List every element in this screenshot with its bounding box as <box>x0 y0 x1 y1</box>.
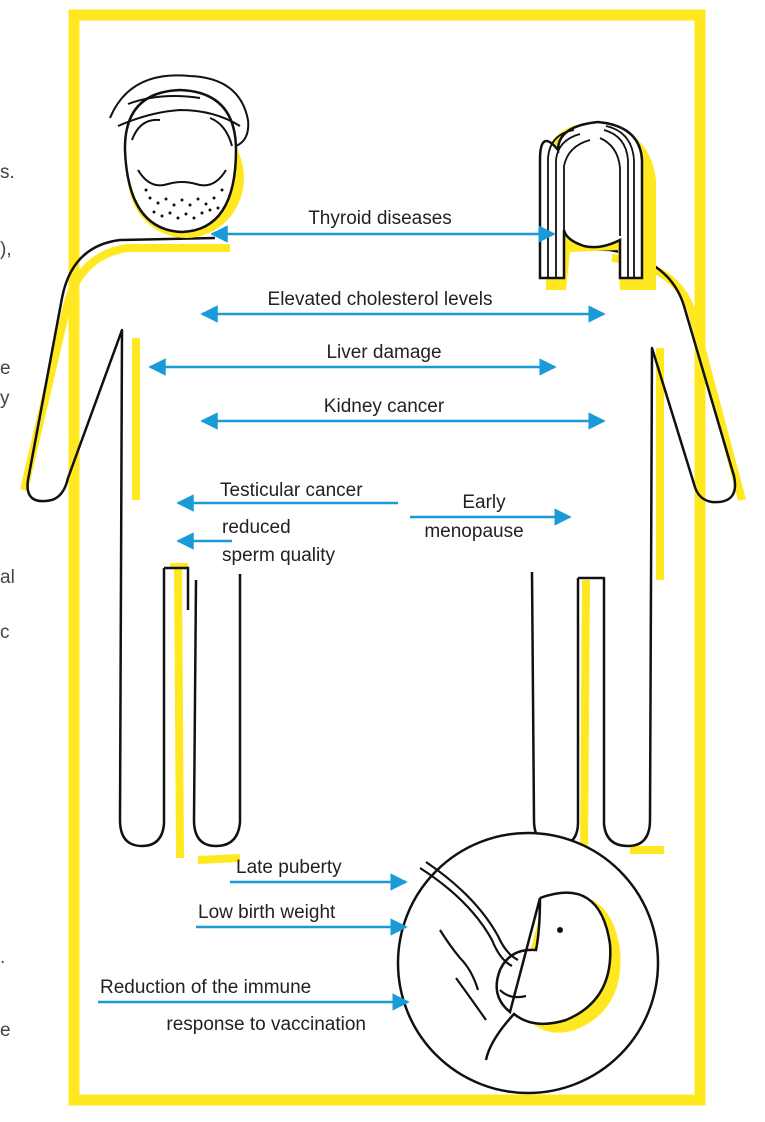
label-menopause-line1: Early <box>462 492 506 513</box>
arrow-cholesterol: Elevated cholesterol levels <box>202 289 604 314</box>
arrow-kidney: Kidney cancer <box>202 396 604 421</box>
label-sperm-line2: sperm quality <box>222 545 335 566</box>
arrow-puberty: Late puberty <box>230 857 406 882</box>
arrow-sperm: reduced sperm quality <box>178 517 335 566</box>
label-immune-line2: response to vaccination <box>166 1014 366 1035</box>
woman-body-shadow <box>584 258 742 860</box>
man-head-icon <box>110 75 248 238</box>
cutoff-text-5: al <box>0 567 15 588</box>
label-sperm-line1: reduced <box>222 517 291 538</box>
label-thyroid: Thyroid diseases <box>308 208 452 229</box>
cutoff-text-2: ), <box>0 239 12 260</box>
arrow-birth-weight: Low birth weight <box>196 902 406 927</box>
woman-head-icon <box>540 122 656 290</box>
label-immune-line1: Reduction of the immune <box>100 977 311 998</box>
arrow-thyroid: Thyroid diseases <box>212 208 554 234</box>
cutoff-text-4: y <box>0 388 10 409</box>
arrow-menopause: Early menopause <box>410 492 570 542</box>
cutoff-text-8: e <box>0 1020 11 1041</box>
cutoff-text-6: c <box>0 622 10 643</box>
arrow-liver: Liver damage <box>150 342 555 367</box>
man-body-shadow <box>24 248 240 860</box>
cutoff-text-1: s. <box>0 162 15 183</box>
label-liver: Liver damage <box>326 342 441 363</box>
cutoff-text-fragments: s. ), e y al c . e <box>0 162 15 1041</box>
label-menopause-line2: menopause <box>424 521 523 542</box>
label-puberty: Late puberty <box>236 857 342 878</box>
cutoff-text-7: . <box>0 947 5 968</box>
arrow-immune: Reduction of the immune response to vacc… <box>98 977 408 1035</box>
label-testicular: Testicular cancer <box>220 480 363 501</box>
arrow-testicular: Testicular cancer <box>178 480 398 503</box>
label-birth-weight: Low birth weight <box>198 902 336 923</box>
fetus-icon <box>398 833 658 1093</box>
cutoff-text-3: e <box>0 358 11 379</box>
label-kidney: Kidney cancer <box>324 396 445 417</box>
label-cholesterol: Elevated cholesterol levels <box>268 289 493 310</box>
